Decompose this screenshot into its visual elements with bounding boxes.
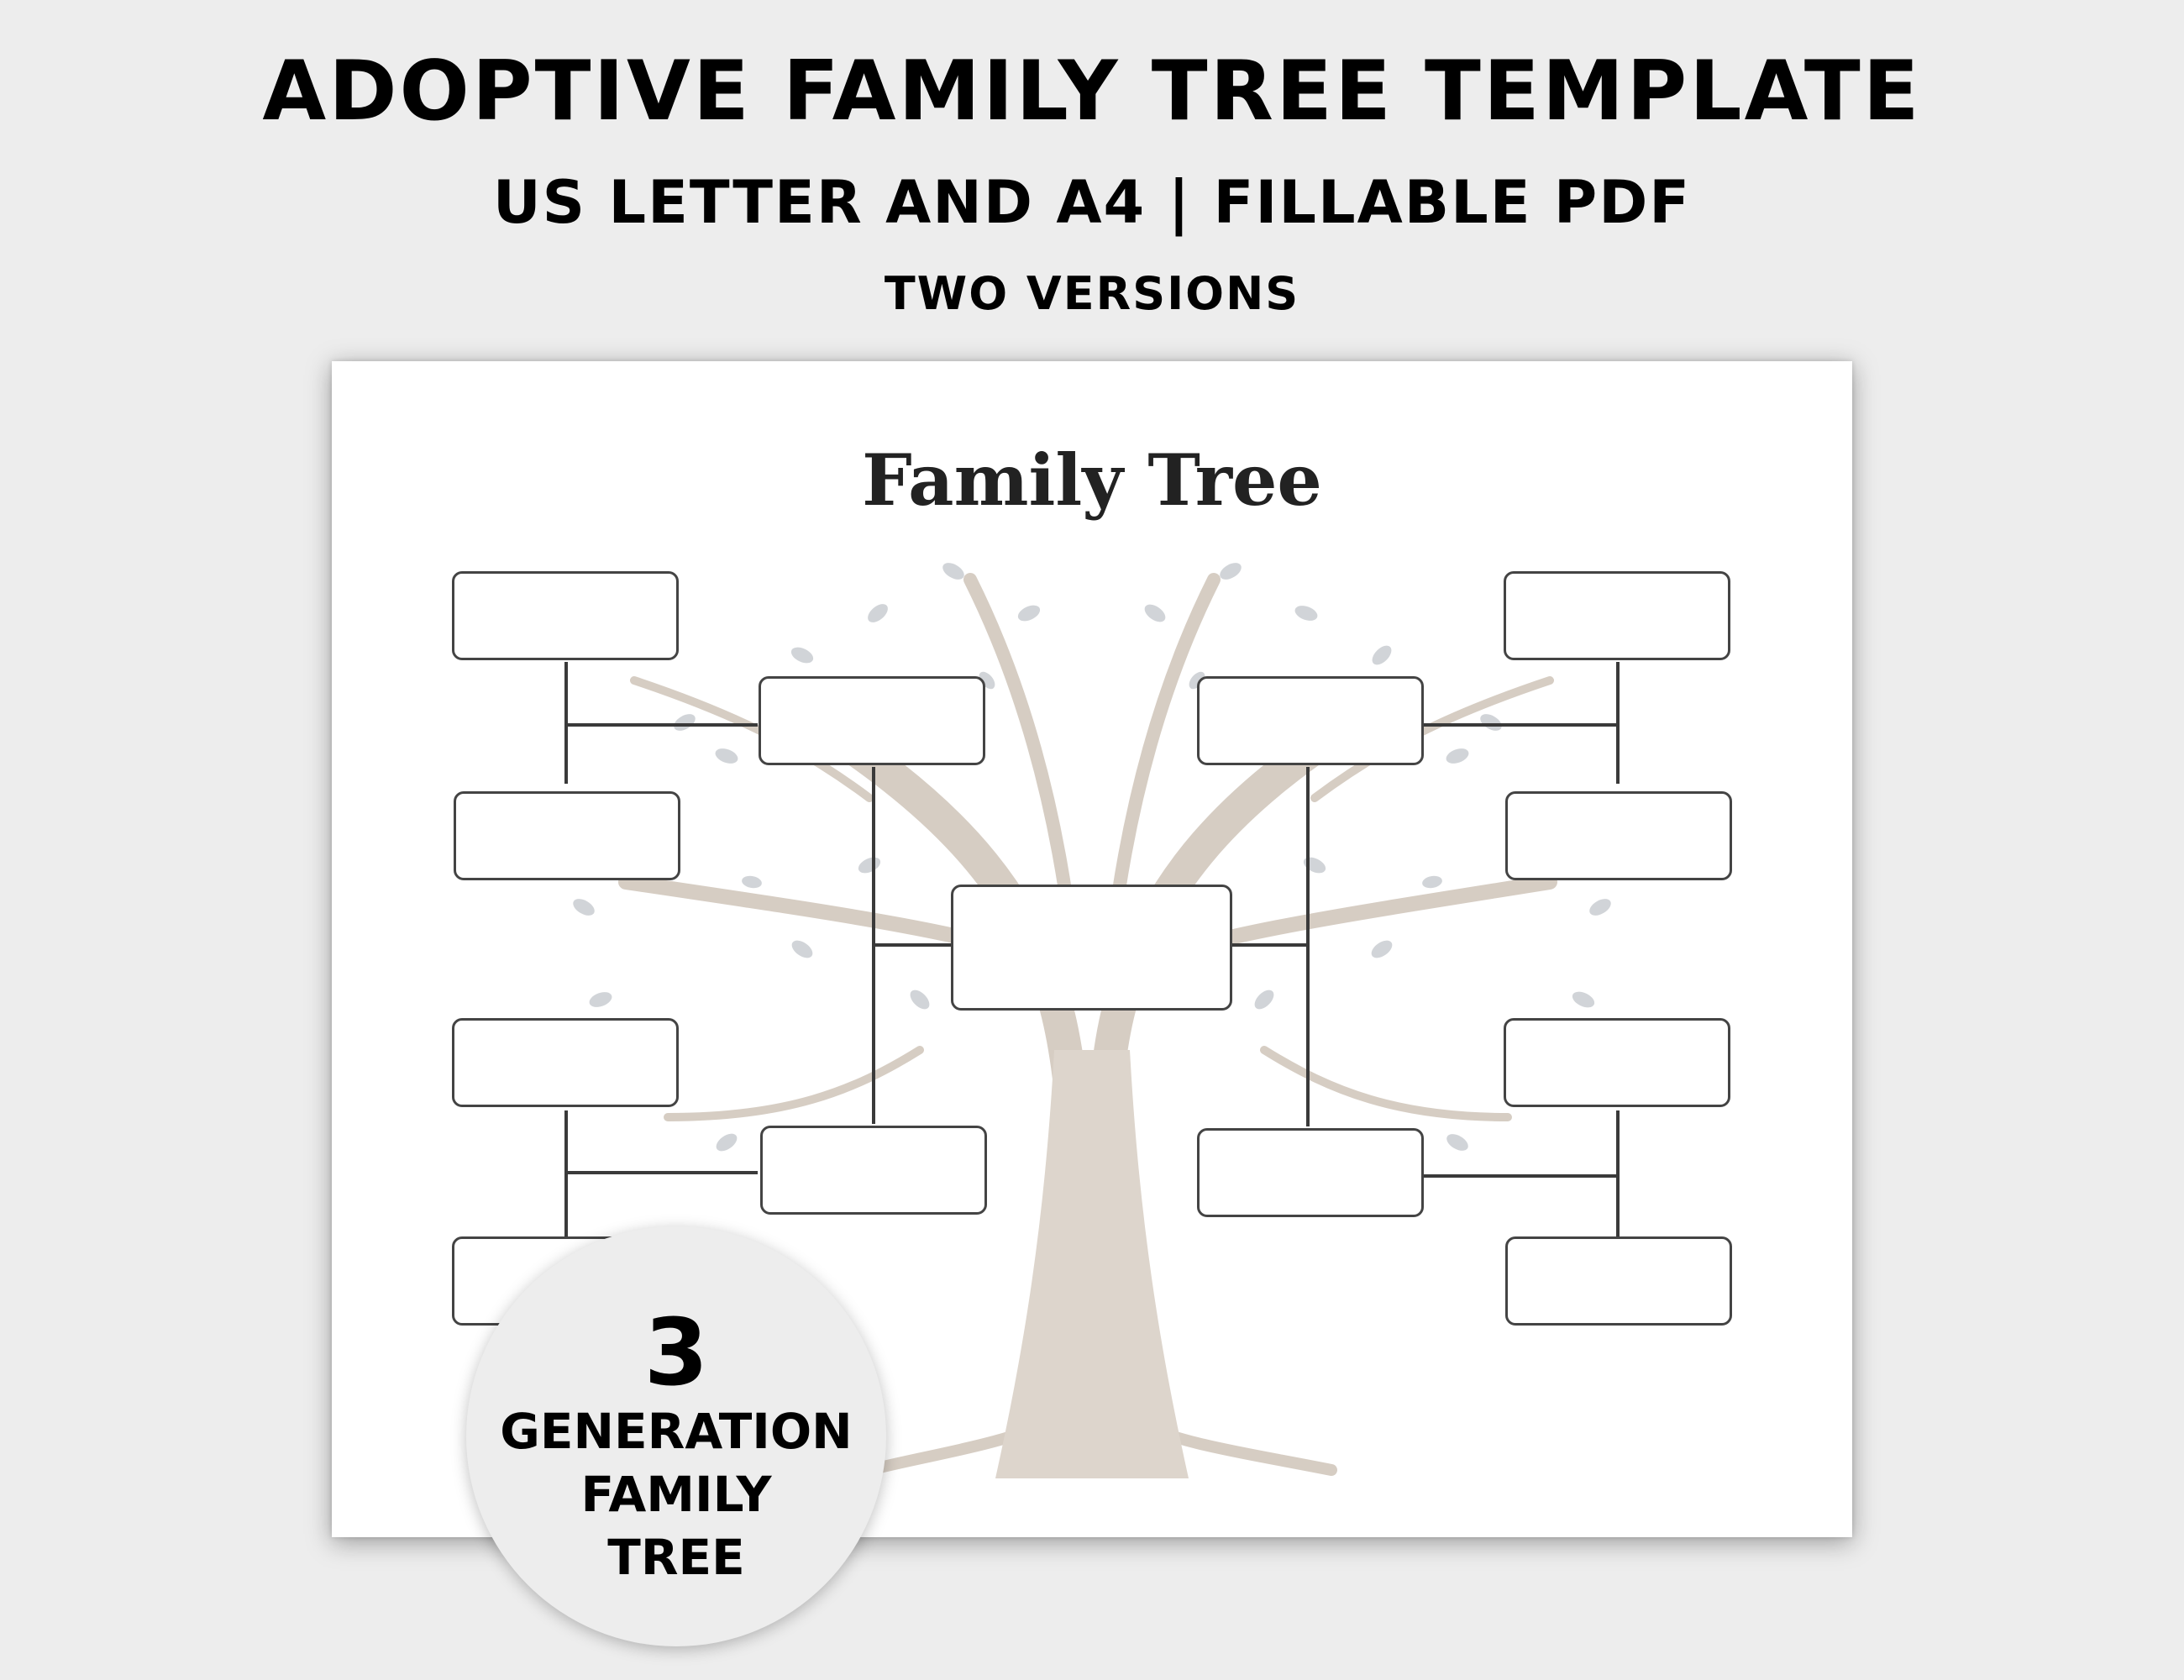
versions-label: TWO VERSIONS <box>884 267 1300 320</box>
sheet-title: Family Tree <box>862 438 1322 522</box>
connector-line <box>1424 1174 1618 1178</box>
child-box[interactable] <box>951 885 1232 1011</box>
grandparent-box-6[interactable] <box>1505 791 1732 880</box>
grandparent-box-1[interactable] <box>452 571 679 660</box>
grandparent-box-8[interactable] <box>1505 1236 1732 1326</box>
badge-line-3: TREE <box>607 1529 745 1586</box>
connector-line <box>874 943 951 947</box>
connector-line <box>566 723 758 727</box>
connector-line <box>1231 943 1308 947</box>
grandparent-box-3[interactable] <box>452 1018 679 1107</box>
parent-box-3[interactable] <box>1197 676 1424 765</box>
connector-line <box>1424 723 1618 727</box>
connector-line <box>1616 1110 1620 1236</box>
generation-badge: 3 GENERATION FAMILY TREE <box>466 1226 886 1646</box>
badge-line-1: GENERATION <box>500 1403 853 1460</box>
grandparent-box-2[interactable] <box>454 791 680 880</box>
parent-box-2[interactable] <box>760 1126 987 1215</box>
parent-box-4[interactable] <box>1197 1128 1424 1217</box>
format-subtitle: US LETTER AND A4 | FILLABLE PDF <box>492 168 1692 237</box>
connector-line <box>564 662 568 784</box>
connector-line <box>1306 767 1310 1126</box>
grandparent-box-5[interactable] <box>1504 571 1730 660</box>
parent-box-1[interactable] <box>759 676 985 765</box>
connector-line <box>566 1171 758 1174</box>
badge-number: 3 <box>643 1299 709 1406</box>
connector-line <box>1616 662 1620 784</box>
main-title: ADOPTIVE FAMILY TREE TEMPLATE <box>262 44 1922 139</box>
badge-line-2: FAMILY <box>580 1466 772 1523</box>
grandparent-box-7[interactable] <box>1504 1018 1730 1107</box>
